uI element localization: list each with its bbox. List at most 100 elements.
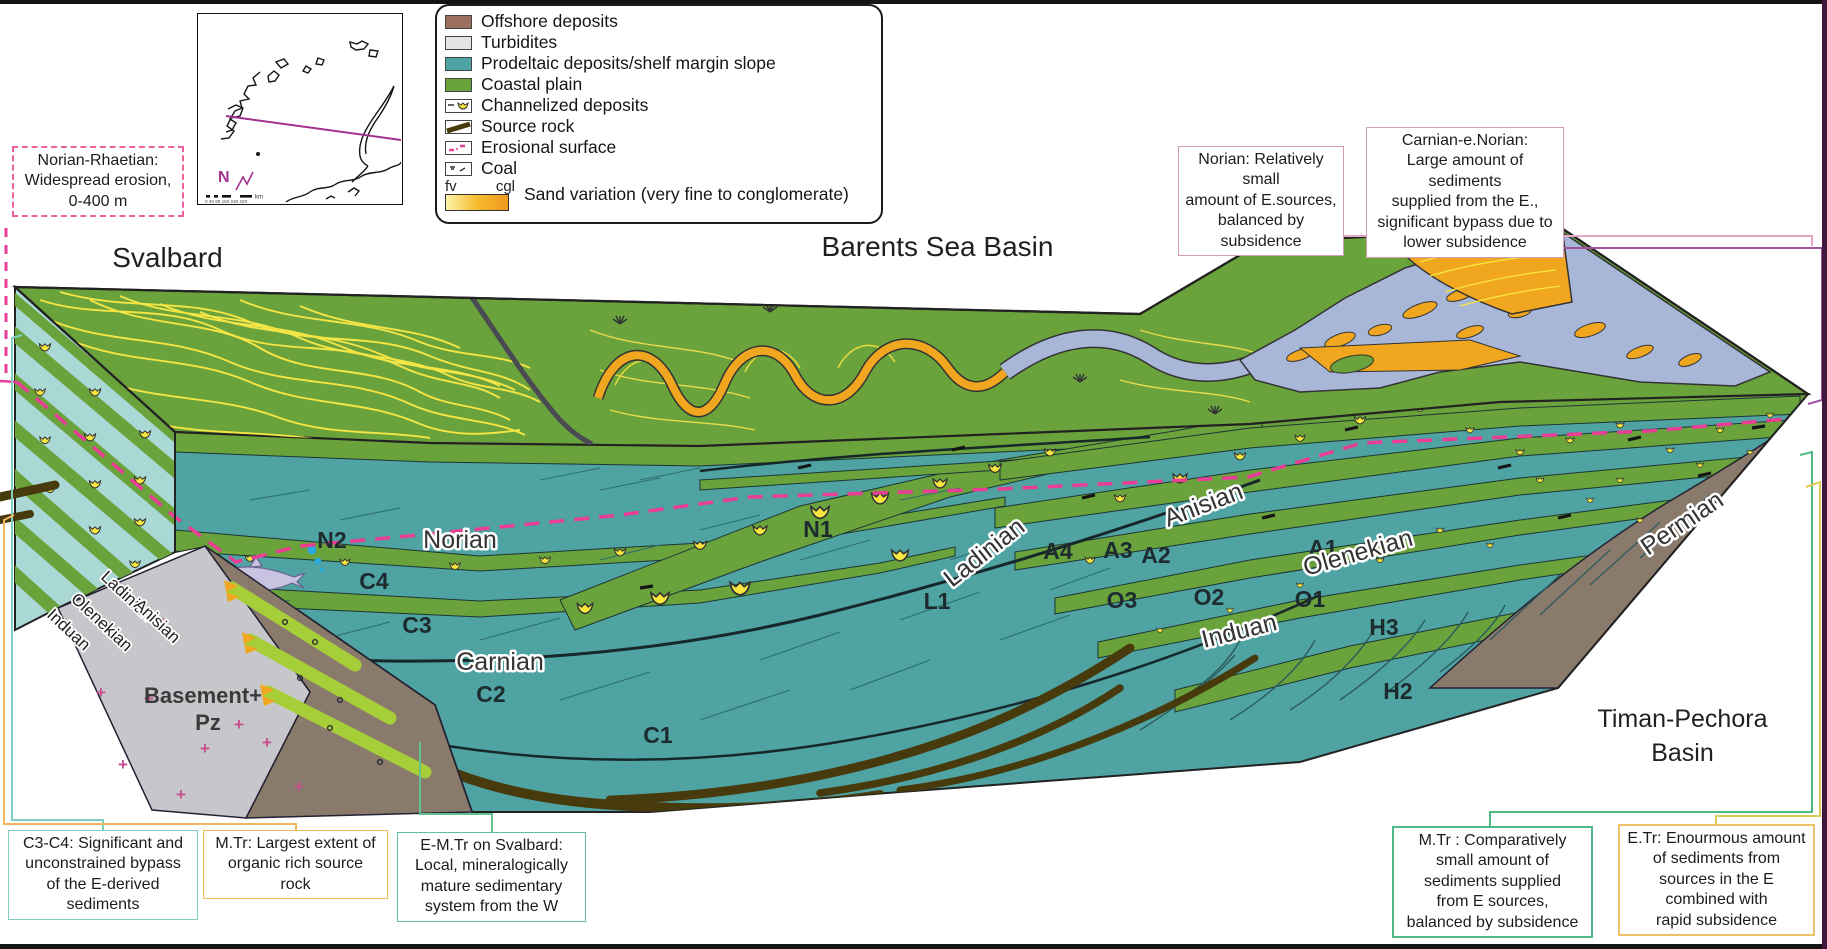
svg-text:+: + bbox=[176, 785, 186, 804]
legend-label: Channelized deposits bbox=[481, 94, 649, 115]
legend-label: Coal bbox=[481, 157, 517, 178]
legend-item-coastal: Coastal plain bbox=[445, 74, 871, 95]
pebble-marks bbox=[281, 618, 384, 766]
callout-norian: Norian: Relatively small amount of E.sou… bbox=[1178, 146, 1344, 257]
legend-item-erosional: Erosional surface bbox=[445, 137, 871, 158]
svg-text:+: + bbox=[96, 683, 106, 702]
label-h3: H3 bbox=[1369, 614, 1398, 640]
basement-labels: Basement+ Pz bbox=[144, 683, 262, 735]
legend-label: Coastal plain bbox=[481, 73, 583, 94]
label-o2: O2 bbox=[1194, 584, 1225, 610]
offshore-swatch bbox=[445, 14, 472, 29]
legend-item-turbidites: Turbidites bbox=[445, 32, 871, 53]
label-c3: C3 bbox=[402, 612, 431, 638]
label-c1: C1 bbox=[643, 722, 673, 748]
leader-etr bbox=[1715, 480, 1821, 824]
label-norian: Norian bbox=[423, 526, 497, 554]
callout-etr: E.Tr: Enourmous amount of sediments from… bbox=[1618, 824, 1815, 937]
sand-gradient-swatch bbox=[445, 194, 509, 211]
legend-label: Turbidites bbox=[481, 31, 558, 52]
prodeltaic-swatch bbox=[445, 56, 472, 71]
label-l1: L1 bbox=[924, 588, 951, 614]
label-basement: Basement+ bbox=[144, 683, 262, 708]
scale-bar: km 0 40 80 160 240 320 bbox=[205, 195, 263, 205]
figure-border-right bbox=[1822, 0, 1827, 949]
svg-text:+: + bbox=[200, 739, 210, 758]
title-timan-pechora-basin: Timan-Pechora Basin bbox=[1597, 705, 1768, 767]
label-pz: Pz bbox=[195, 710, 221, 735]
label-a4: A4 bbox=[1043, 538, 1073, 564]
meandering-river bbox=[592, 329, 1281, 418]
legend: Offshore deposits Turbidites Prodeltaic … bbox=[435, 4, 883, 224]
svg-text:+: + bbox=[144, 689, 154, 708]
erosional-surface-swatch bbox=[445, 140, 472, 155]
figure-border-top bbox=[0, 0, 1827, 4]
leader-mtr-east bbox=[1489, 450, 1813, 826]
transect-line bbox=[225, 115, 402, 141]
turbidites-swatch bbox=[445, 35, 472, 50]
channel-belt-edge bbox=[465, 290, 594, 446]
legend-item-coal: Coal bbox=[445, 158, 871, 179]
source-rock-swatch bbox=[445, 119, 472, 134]
coastal-plain-bands bbox=[175, 394, 1808, 713]
svg-text:+: + bbox=[294, 777, 304, 796]
sand-gradient: fv cgl bbox=[445, 179, 515, 213]
svg-text:+: + bbox=[234, 715, 244, 734]
basement: + + + + + + + + + + bbox=[56, 545, 474, 819]
scale-ticks: 0 40 80 160 240 320 bbox=[205, 199, 248, 203]
callout-emtr-svalbard: E-M.Tr on Svalbard: Local, mineralogical… bbox=[397, 832, 586, 922]
callout-c3-c4: C3-C4: Significant and unconstrained byp… bbox=[8, 830, 198, 920]
label-a3: A3 bbox=[1103, 537, 1132, 563]
callout-norian-rhaetian: Norian-Rhaetian: Widespread erosion, 0-4… bbox=[12, 146, 184, 218]
legend-label: Offshore deposits bbox=[481, 10, 618, 31]
callout-mtr-source-rock: M.Tr: Largest extent of organic rich sou… bbox=[203, 830, 388, 900]
legend-label: Erosional surface bbox=[481, 136, 617, 157]
basement-left-face bbox=[56, 545, 311, 819]
legend-item-sand-variation: fv cgl Sand variation (very fine to cong… bbox=[445, 179, 871, 215]
label-h2: H2 bbox=[1383, 678, 1412, 704]
unit-labels: N2 C4 C3 C2 C1 N1 L1 A4 A3 A2 A1 O3 O2 O… bbox=[317, 516, 1412, 748]
svg-text:+: + bbox=[118, 755, 128, 774]
coal-swatch bbox=[445, 161, 472, 176]
svg-text:+: + bbox=[262, 733, 272, 752]
legend-item-source-rock: Source rock bbox=[445, 116, 871, 137]
legend-item-offshore: Offshore deposits bbox=[445, 11, 871, 32]
leader-mtr-source bbox=[3, 514, 297, 830]
label-a1: A1 bbox=[1308, 535, 1338, 561]
permian-slope-hatch bbox=[1489, 447, 1791, 641]
label-o3: O3 bbox=[1107, 587, 1138, 613]
svg-text:+: + bbox=[115, 631, 125, 650]
legend-label: Prodeltaic deposits/shelf margin slope bbox=[481, 52, 776, 73]
callout-mtr-east: M.Tr : Comparatively small amount of sed… bbox=[1392, 826, 1593, 939]
erosional-surface-line bbox=[15, 380, 1787, 564]
legend-label: Sand variation (very fine to conglomerat… bbox=[524, 184, 849, 204]
braided-channels bbox=[39, 291, 541, 441]
svg-text:+: + bbox=[158, 613, 168, 632]
svalbard-mature-slivers bbox=[225, 581, 432, 779]
sand-flame-marks bbox=[224, 580, 276, 706]
basement-plus-marks: + + + + + + + + + + bbox=[96, 613, 304, 804]
sand-cgl-label: cgl bbox=[495, 178, 515, 195]
title-barents-sea-basin: Barents Sea Basin bbox=[821, 231, 1054, 262]
legend-item-channelized: Channelized deposits bbox=[445, 95, 871, 116]
coastlines bbox=[220, 40, 402, 203]
north-label: N bbox=[218, 169, 230, 186]
label-n2: N2 bbox=[317, 527, 346, 553]
north-arrow-icon bbox=[235, 171, 254, 191]
figure-border-bottom bbox=[0, 944, 1827, 949]
legend-label: Source rock bbox=[481, 115, 575, 136]
block-edges bbox=[14, 286, 1809, 689]
scale-unit: km bbox=[255, 195, 263, 201]
label-c2: C2 bbox=[476, 681, 505, 707]
leader-emtr bbox=[419, 742, 493, 832]
label-c4: C4 bbox=[359, 568, 389, 594]
sand-fv-label: fv bbox=[445, 178, 457, 195]
callout-carnian-enorian: Carnian-e.Norian: Large amount of sedime… bbox=[1366, 127, 1564, 258]
coastal-plain-swatch bbox=[445, 77, 472, 92]
label-o1: O1 bbox=[1295, 586, 1326, 612]
permian-basement-wedge bbox=[1428, 439, 1770, 689]
label-a2: A2 bbox=[1141, 542, 1170, 568]
legend-item-prodeltaic: Prodeltaic deposits/shelf margin slope bbox=[445, 53, 871, 74]
